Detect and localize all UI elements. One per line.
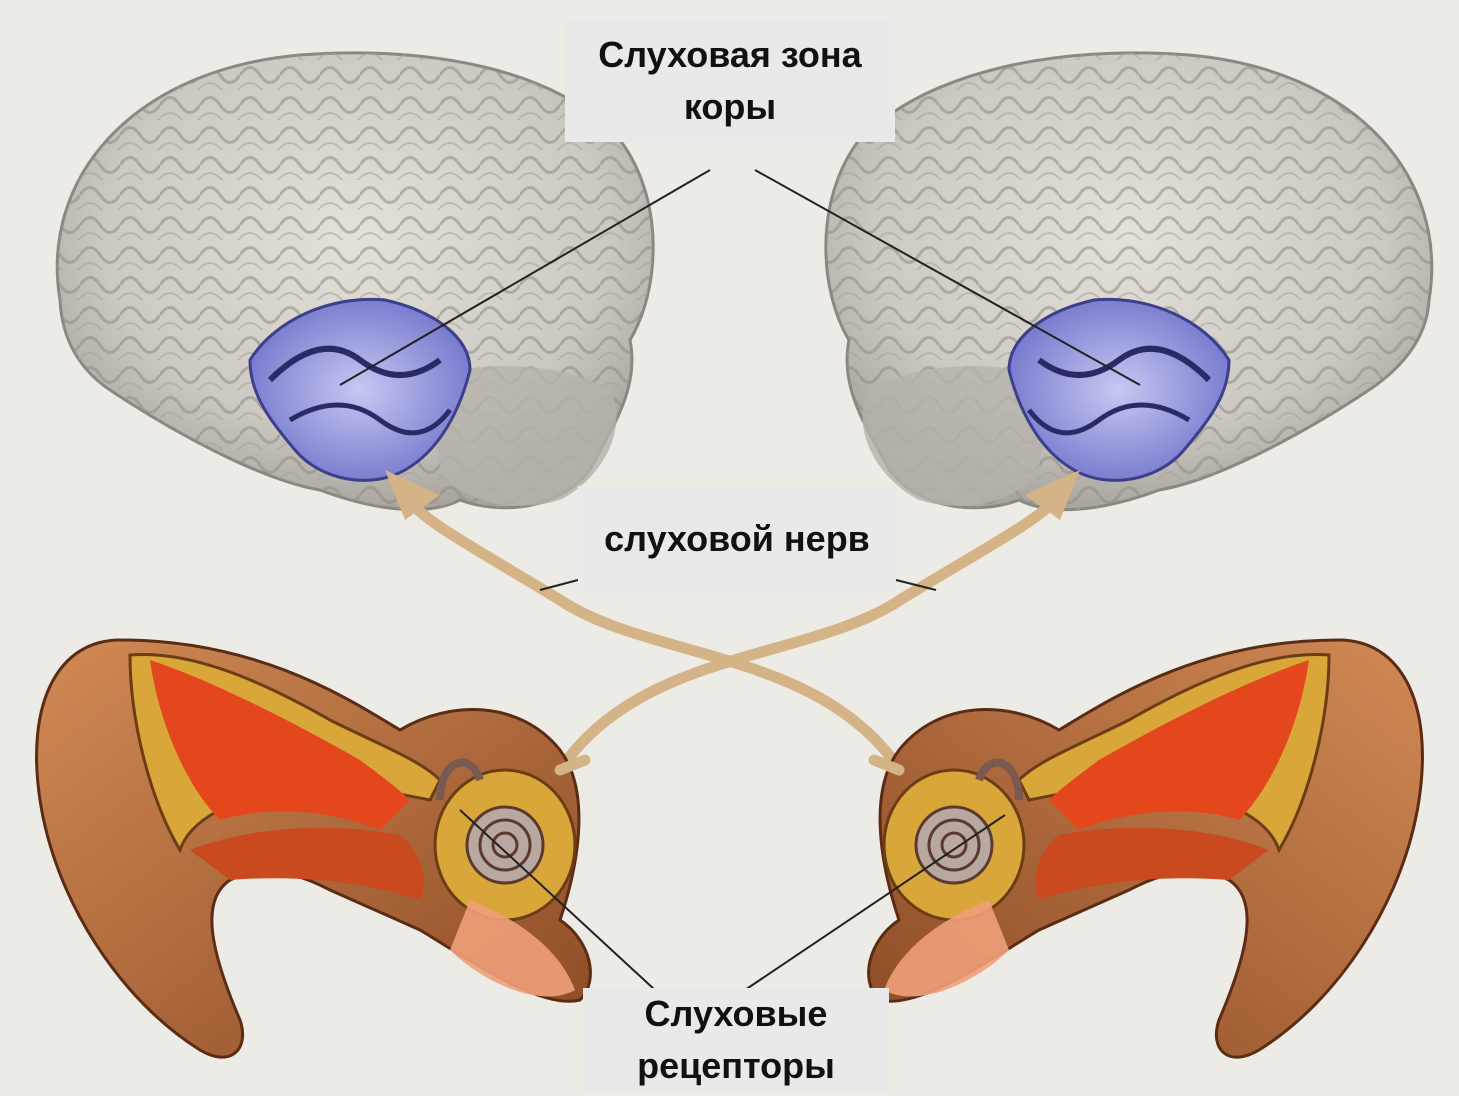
ear-left [37, 640, 591, 1057]
label-auditory-receptors: Слуховые рецепторы [583, 988, 889, 1092]
brain-left [57, 53, 653, 510]
label-auditory-cortex: Слуховая зона коры [565, 20, 895, 142]
brain-right [826, 53, 1432, 510]
ear-right [869, 640, 1423, 1057]
label-auditory-nerve: слуховой нерв [578, 486, 896, 592]
